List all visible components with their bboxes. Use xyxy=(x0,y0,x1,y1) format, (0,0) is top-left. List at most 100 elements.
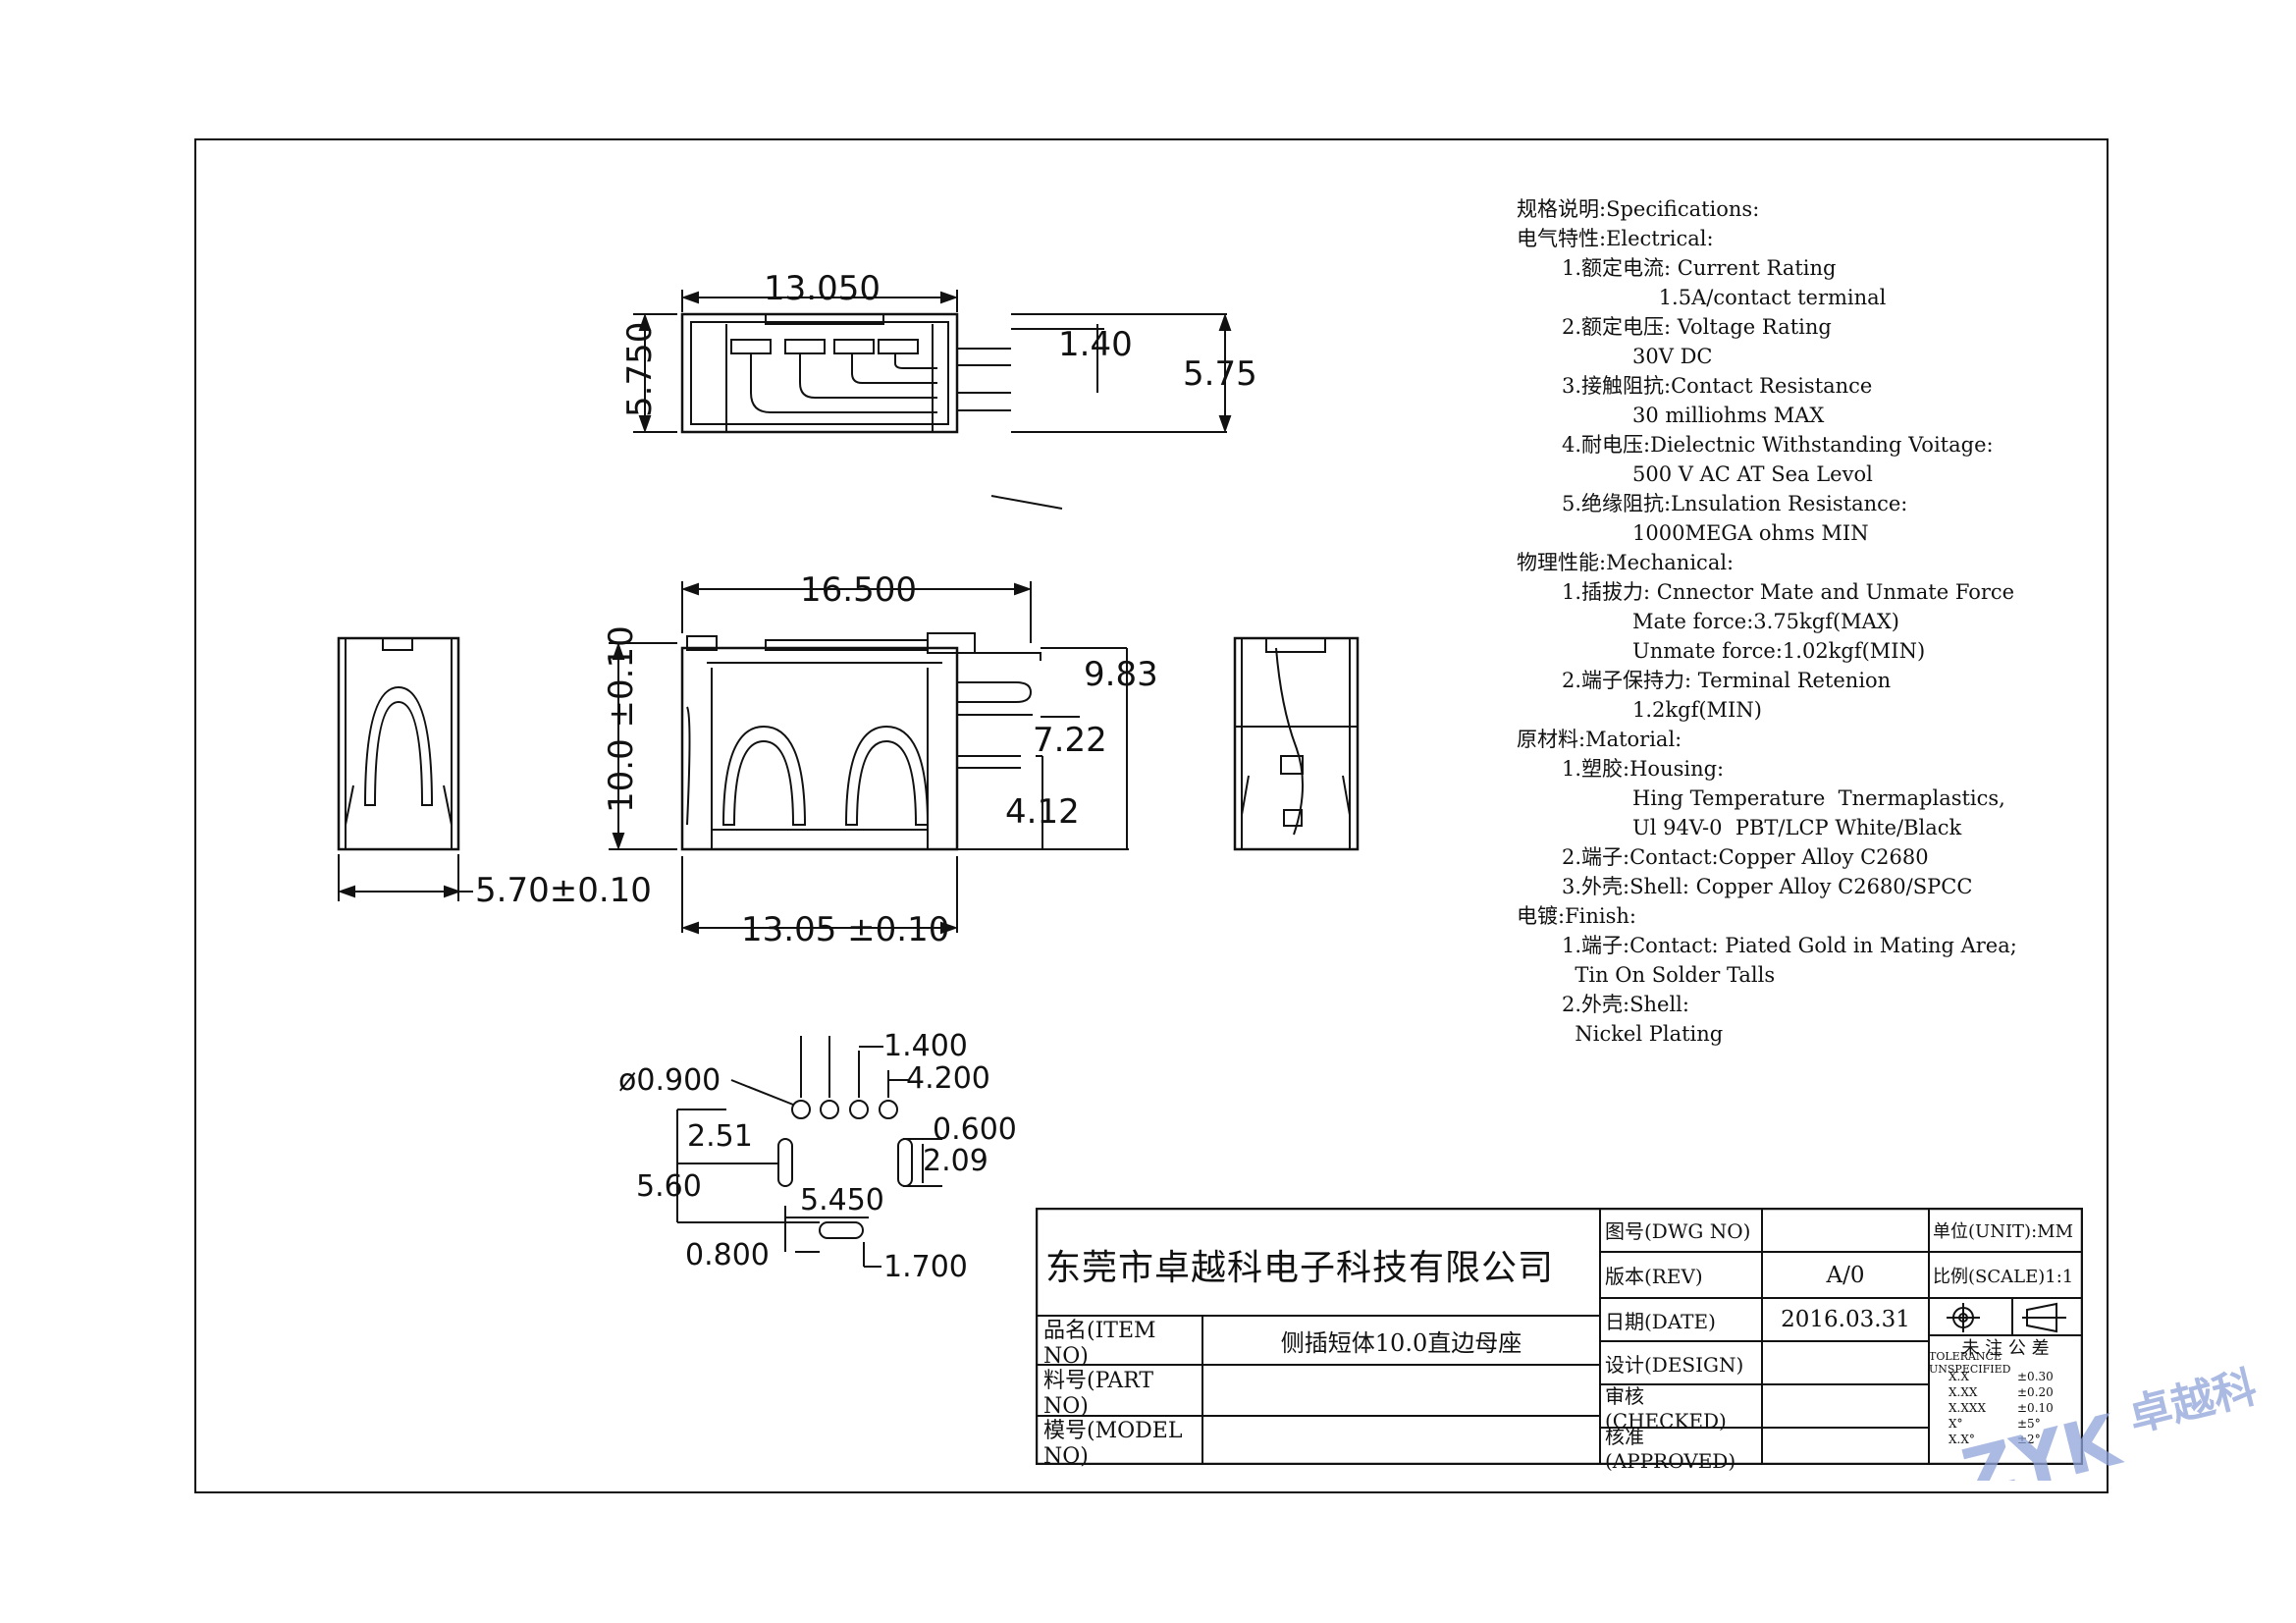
fp-d2: 0.600 xyxy=(933,1112,1017,1147)
watermark-mark: ZYK xyxy=(1954,1398,2129,1481)
spec-line: Nickel Plating xyxy=(1562,1022,1724,1046)
unit-label: 单位(UNIT):MM xyxy=(1933,1220,2074,1242)
approved-value xyxy=(1762,1428,1929,1465)
approved-label: 核准(APPROVED) xyxy=(1605,1424,1736,1473)
top-total-dim: 5.75 xyxy=(1183,354,1257,394)
spec-line: 原材料:Matorial: xyxy=(1517,728,1682,751)
spec-line: 2.外壳:Shell: xyxy=(1562,993,1689,1016)
top-pin-offset-dim: 1.40 xyxy=(1058,325,1133,364)
fp-d4: 5.60 xyxy=(636,1169,702,1204)
dwg-no-value xyxy=(1762,1208,1929,1252)
side-view-left xyxy=(337,636,473,901)
spec-line: 1000MEGA ohms MIN xyxy=(1632,521,1869,545)
watermark-text: 卓越科 xyxy=(2124,1362,2262,1441)
tolerance-key: X.XX xyxy=(1949,1385,1978,1399)
title-block-grid xyxy=(1036,1208,2083,1465)
front-h3-dim: 4.12 xyxy=(1005,792,1080,832)
fp-d1: 2.51 xyxy=(687,1119,753,1154)
design-value xyxy=(1762,1341,1929,1384)
spec-line: 2.端子:Contact:Copper Alloy C2680 xyxy=(1562,845,1929,869)
rev-value: A/0 xyxy=(1826,1262,1865,1288)
drawing-frame xyxy=(194,138,2109,1493)
tolerance-value: ±0.20 xyxy=(2017,1385,2054,1399)
tolerance-value: ±0.30 xyxy=(2017,1370,2054,1383)
tolerance-key: X° xyxy=(1949,1417,1963,1431)
rev-label: 版本(REV) xyxy=(1605,1265,1703,1288)
fp-pitch: 1.400 xyxy=(883,1029,968,1063)
model-no-label: 模号(MODEL NO) xyxy=(1043,1418,1183,1469)
spec-line: 30V DC xyxy=(1632,345,1713,368)
tolerance-value: ±5° xyxy=(2017,1417,2041,1431)
tolerance-key: X.X xyxy=(1949,1370,1969,1383)
model-no-value xyxy=(1202,1416,1600,1465)
spec-line: 1.端子:Contact: Piated Gold in Mating Area… xyxy=(1562,934,2017,957)
top-height-dim: 5.750 xyxy=(620,322,660,417)
side-width-dim: 5.70±0.10 xyxy=(475,871,652,910)
spec-line: 500 V AC AT Sea Levol xyxy=(1632,462,1873,486)
date-value: 2016.03.31 xyxy=(1781,1307,1910,1332)
front-h2-dim: 7.22 xyxy=(1033,721,1107,760)
top-width-dim: 13.050 xyxy=(764,269,881,308)
spec-line: 电气特性:Electrical: xyxy=(1517,227,1714,250)
tolerance-row: X.XXX ±0.10 xyxy=(1949,1401,2076,1417)
fp-hole-dia: ø0.900 xyxy=(618,1063,721,1098)
spec-line: 1.塑胶:Housing: xyxy=(1562,757,1725,781)
checked-value xyxy=(1762,1384,1929,1428)
spec-line: 30 milliohms MAX xyxy=(1632,404,1825,427)
front-view xyxy=(609,581,1129,935)
spec-line: 1.2kgf(MIN) xyxy=(1632,698,1762,722)
spec-line: 规格说明:Specifications: xyxy=(1517,197,1760,221)
spec-line: Hing Temperature Tnermaplastics, xyxy=(1632,786,2005,810)
tolerance-value: ±2° xyxy=(2017,1433,2041,1446)
spec-line: Tin On Solder Talls xyxy=(1562,963,1776,987)
tolerance-row: X° ±5° xyxy=(1949,1417,2076,1433)
scale-label: 比例(SCALE)1:1 xyxy=(1933,1266,2074,1287)
tolerance-title: 未 注 公 差 xyxy=(1961,1338,2050,1359)
fp-d3: 2.09 xyxy=(923,1144,988,1178)
part-no-label: 料号(PART NO) xyxy=(1043,1368,1154,1419)
spec-line: 3.外壳:Shell: Copper Alloy C2680/SPCC xyxy=(1562,875,1973,898)
tolerance-row: X.XX ±0.20 xyxy=(1949,1385,2076,1401)
spec-line: 电镀:Finish: xyxy=(1517,904,1636,928)
title-block: 东莞市卓越科电子科技有限公司 品名(ITEM NO) 侧插短体10.0直边母座 … xyxy=(1036,1208,2083,1473)
pcb-footprint xyxy=(676,1036,942,1268)
front-h1-dim: 9.83 xyxy=(1084,655,1158,694)
dwg-no-label: 图号(DWG NO) xyxy=(1605,1219,1751,1243)
company-name: 东莞市卓越科电子科技有限公司 xyxy=(1045,1247,1555,1288)
fp-d5: 5.450 xyxy=(800,1183,884,1217)
front-width-dim: 16.500 xyxy=(800,570,917,610)
spec-line: 3.接触阻抗:Contact Resistance xyxy=(1562,374,1873,398)
spec-line: 2.额定电压: Voltage Rating xyxy=(1562,315,1832,339)
item-no-value: 侧插短体10.0直边母座 xyxy=(1280,1328,1522,1357)
spec-line: 1.5A/contact terminal xyxy=(1632,286,1887,309)
spec-line: 1.额定电流: Current Rating xyxy=(1562,256,1837,280)
tolerance-row: X.X° ±2° xyxy=(1949,1433,2076,1448)
design-label: 设计(DESIGN) xyxy=(1605,1352,1744,1377)
fp-d7: 1.700 xyxy=(883,1250,968,1284)
spec-line: 2.端子保持力: Terminal Retenion xyxy=(1562,669,1892,692)
front-height-dim: 10.0 ±0.10 xyxy=(602,625,641,813)
side-view-right xyxy=(1233,636,1360,851)
part-no-value xyxy=(1202,1365,1600,1416)
item-no-label: 品名(ITEM NO) xyxy=(1043,1318,1156,1369)
specifications-block: 规格说明:Specifications: 电气特性:Electrical: 1.额定… xyxy=(1517,194,2086,1049)
spec-line: 4.耐电压:Dielectnic Withstanding Voitage: xyxy=(1562,433,1994,457)
tolerance-value: ±0.10 xyxy=(2017,1401,2054,1415)
fp-span: 4.200 xyxy=(906,1061,990,1096)
tolerance-row: X.X ±0.30 xyxy=(1949,1370,2076,1385)
tolerance-key: X.XXX xyxy=(1949,1401,1986,1415)
fp-d6: 0.800 xyxy=(685,1238,770,1272)
front-base-dim: 13.05 ±0.10 xyxy=(741,910,949,949)
spec-line: 5.绝缘阻抗:Lnsulation Resistance: xyxy=(1562,492,1908,515)
spec-line: Ul 94V-0 PBT/LCP White/Black xyxy=(1632,816,1962,839)
spec-line: Unmate force:1.02kgf(MIN) xyxy=(1632,639,1926,663)
date-label: 日期(DATE) xyxy=(1605,1309,1716,1333)
tolerance-key: X.X° xyxy=(1949,1433,1975,1446)
spec-line: 物理性能:Mechanical: xyxy=(1517,551,1735,574)
spec-line: Mate force:3.75kgf(MAX) xyxy=(1632,610,1899,633)
top-view xyxy=(633,290,1232,510)
company-watermark: ZYK 卓越科 xyxy=(1954,1362,2262,1481)
spec-line: 1.插拔力: Cnnector Mate and Unmate Force xyxy=(1562,580,2015,604)
